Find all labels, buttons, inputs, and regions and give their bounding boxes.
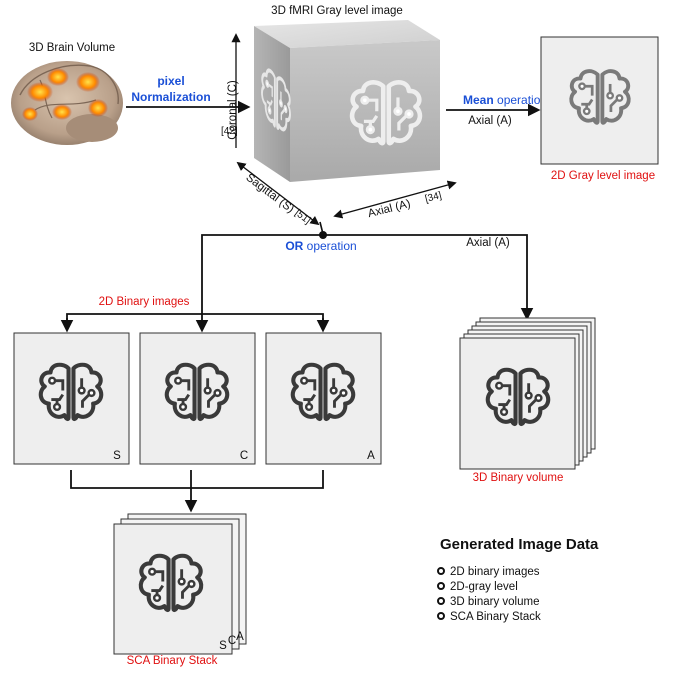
- axial-dim: [34]: [424, 190, 443, 205]
- coronal-dim: [42]: [221, 126, 238, 137]
- legend-bullet-4: [437, 612, 445, 620]
- or-bold: OR: [285, 239, 303, 253]
- sagittal-axis-arrow: [236, 161, 320, 226]
- brain-volume-image: [11, 61, 123, 145]
- mean-operation-label: Mean operation: [463, 93, 547, 107]
- fmri-cube: [254, 20, 440, 182]
- binary-2d-label: 2D Binary images: [99, 296, 190, 308]
- legend: Generated Image Data 2D binary images 2D…: [437, 536, 599, 623]
- legend-bullet-2: [437, 582, 445, 590]
- or-to-volume-arrow: [323, 234, 534, 321]
- panel-a: A: [265, 332, 382, 465]
- axial-axis-arrow: [333, 180, 457, 219]
- panel-c: C: [139, 332, 256, 465]
- sca-letter-a: A: [236, 631, 244, 643]
- sca-stack: S C A: [113, 513, 247, 655]
- axial-mean-label: Axial (A): [468, 115, 512, 127]
- mean-rest: operation: [494, 93, 547, 107]
- sca-stack-label: SCA Binary Stack: [127, 655, 218, 667]
- legend-bullet-1: [437, 567, 445, 575]
- legend-title: Generated Image Data: [440, 536, 599, 553]
- legend-item-4: SCA Binary Stack: [450, 611, 541, 623]
- panel-a-letter: A: [367, 450, 375, 462]
- brain-volume-label: 3D Brain Volume: [29, 42, 115, 54]
- legend-item-3: 3D binary volume: [450, 596, 539, 608]
- panel-s-letter: S: [113, 450, 121, 462]
- or-rest: operation: [303, 239, 356, 253]
- legend-item-2: 2D-gray level: [450, 581, 518, 593]
- pixel-label: pixel: [157, 74, 184, 88]
- fmri-title: 3D fMRI Gray level image: [271, 5, 403, 17]
- binary-volume-stack: [459, 317, 596, 470]
- gray-2d-label: 2D Gray level image: [551, 170, 655, 182]
- axial-or-label: Axial (A): [466, 237, 510, 249]
- sca-letter-s: S: [219, 640, 227, 652]
- panel-s: S: [13, 332, 130, 465]
- normalization-label: Normalization: [131, 90, 210, 104]
- sca-letter-c: C: [228, 635, 236, 647]
- sagittal-dim: [51]: [293, 208, 313, 227]
- binary-3d-label: 3D Binary volume: [473, 472, 564, 484]
- or-operation-label: OR operation: [285, 239, 356, 253]
- binary-bracket: [66, 313, 324, 328]
- or-to-coronal-arrow: [195, 234, 323, 333]
- mean-bold: Mean: [463, 93, 494, 107]
- panel-c-letter: C: [240, 450, 248, 462]
- legend-item-1: 2D binary images: [450, 566, 540, 578]
- merge-bracket: [70, 470, 324, 489]
- legend-bullet-3: [437, 597, 445, 605]
